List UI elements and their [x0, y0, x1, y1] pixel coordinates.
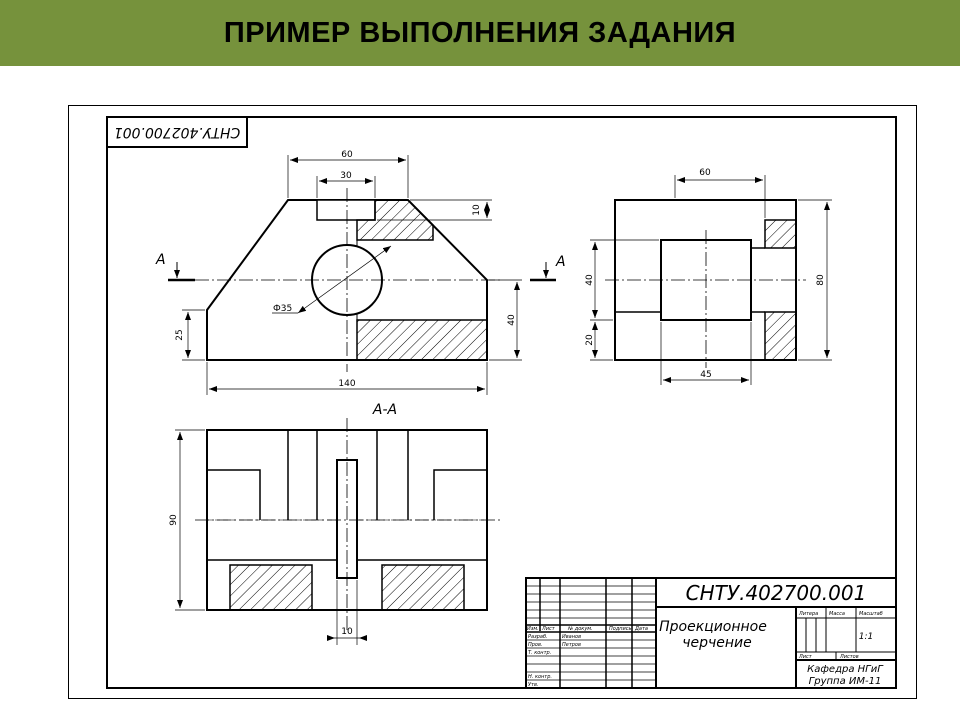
title-block: [525, 577, 897, 689]
tb-listov: Листов: [839, 654, 859, 660]
tb-scale: 1:1: [859, 632, 873, 642]
dim-140: 140: [338, 379, 355, 389]
inner-frame: [106, 116, 897, 689]
dim-diameter: Ф35: [273, 304, 292, 314]
side-view: [590, 175, 832, 385]
dim-side-40: 40: [585, 274, 595, 286]
dim-side-60: 60: [699, 168, 711, 178]
tb-role-0: Разраб.: [528, 634, 548, 640]
tb-group: Группа ИМ-11: [809, 676, 882, 687]
dim-side-80: 80: [816, 274, 826, 286]
tb-role-4: Н. контр.: [528, 674, 552, 680]
dim-side-45: 45: [700, 370, 711, 380]
front-view-labels: 60 30 10 Ф35 25 40 140 А А: [155, 150, 566, 389]
tb-massa: Масса: [829, 611, 845, 617]
dim-25: 25: [175, 329, 185, 340]
section-title: А-А: [372, 402, 397, 418]
tb-col-sign: Подпись: [609, 626, 632, 632]
side-view-labels: 60 80 40 20 45: [585, 168, 826, 380]
page-title: ПРИМЕР ВЫПОЛНЕНИЯ ЗАДАНИЯ: [223, 16, 737, 49]
title-block-text: СНТУ.402700.001 Проекционное черчение Из…: [527, 581, 884, 688]
tb-role-1: Пров.: [528, 642, 543, 648]
tb-name-row-1: Петров: [562, 642, 581, 648]
drawing-sheet: [68, 105, 917, 699]
tb-list: Лист: [798, 654, 813, 660]
tb-name-row-0: Иванов: [562, 634, 581, 640]
tb-col-izm: Изм.: [527, 626, 539, 632]
rotated-code: СНТУ.402700.001: [114, 124, 240, 140]
plan-view-labels: А-А 90 10: [169, 402, 397, 637]
tb-masshtab: Масштаб: [859, 611, 883, 617]
tb-col-list: Лист: [541, 626, 556, 632]
dim-60: 60: [341, 150, 353, 160]
tb-col-doc: № докум.: [567, 626, 593, 632]
rotated-code-box: СНТУ.402700.001: [106, 116, 248, 148]
section-mark-right: А: [555, 254, 566, 270]
plan-view: [175, 418, 500, 645]
tb-col-date: Дата: [634, 626, 648, 632]
header-bar: ПРИМЕР ВЫПОЛНЕНИЯ ЗАДАНИЯ: [0, 0, 960, 66]
front-view: [168, 155, 556, 395]
dim-40: 40: [507, 314, 517, 326]
section-mark-left: А: [155, 252, 166, 268]
dim-30: 30: [340, 171, 352, 181]
dim-plan-10: 10: [341, 627, 353, 637]
tb-code: СНТУ.402700.001: [686, 581, 867, 605]
dim-plan-90: 90: [169, 514, 179, 526]
tb-name-1: Проекционное: [659, 619, 767, 635]
tb-name-2: черчение: [682, 635, 752, 651]
dim-side-20: 20: [585, 334, 595, 346]
tb-litera: Литера: [798, 611, 818, 617]
tb-role-5: Утв.: [528, 682, 539, 688]
dim-10: 10: [472, 204, 482, 216]
tb-role-2: Т. контр.: [528, 650, 551, 656]
tb-dept: Кафедра НГиГ: [807, 664, 884, 675]
